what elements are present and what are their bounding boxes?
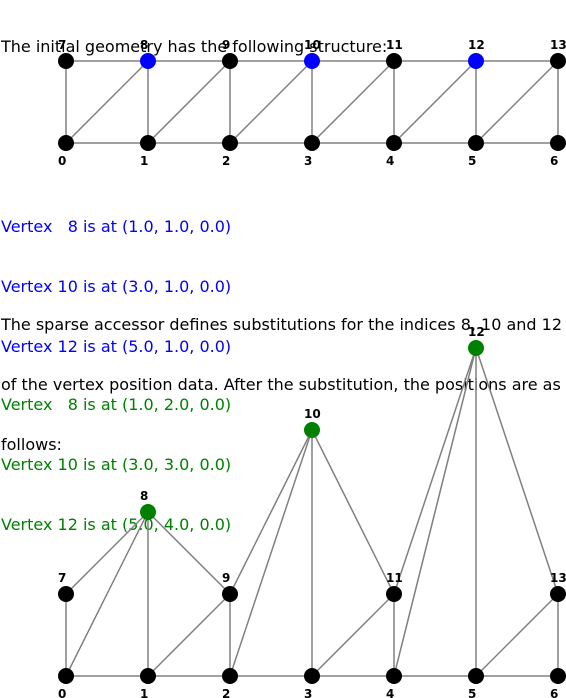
substituted-vertex-label-6: 6: [550, 687, 558, 698]
initial-vertex-label-12: 12: [468, 38, 485, 52]
initial-vertex-4: [386, 135, 402, 151]
initial-edge-3-11: [311, 60, 395, 144]
substituted-vertex-12: [468, 340, 484, 356]
substituted-vertex-7: [58, 586, 74, 602]
substituted-vertex-label-9: 9: [222, 571, 230, 585]
initial-edge-5-13: [475, 60, 559, 144]
substituted-vertex-label-2: 2: [222, 687, 230, 698]
substituted-vertex-10: [304, 422, 320, 438]
initial-vertex-8-line: Vertex 8 is at (1.0, 1.0, 0.0): [1, 217, 232, 236]
substituted-edge-10-11: [311, 429, 395, 595]
sparse-description-line-2: of the vertex position data. After the s…: [1, 375, 561, 394]
substituted-vertex-9: [222, 586, 238, 602]
substituted-edge-5-13: [475, 593, 559, 677]
initial-vertex-label-7: 7: [58, 38, 66, 52]
substituted-vertex-label-3: 3: [304, 687, 312, 698]
initial-vertex-label-4: 4: [386, 154, 394, 168]
sparse-description-line-1: The sparse accessor defines substitution…: [1, 315, 563, 334]
substituted-vertex-3: [304, 668, 320, 684]
substituted-edge-12-13: [475, 347, 559, 595]
intro-line: The initial geometry has the following s…: [1, 37, 388, 56]
substituted-vertex-label-5: 5: [468, 687, 476, 698]
initial-vertex-8: [140, 53, 156, 69]
substituted-vertex-4: [386, 668, 402, 684]
initial-vertex-label-6: 6: [550, 154, 558, 168]
initial-vertex-label-2: 2: [222, 154, 230, 168]
initial-vertex-label-13: 13: [550, 38, 566, 52]
sparse-description: The sparse accessor defines substitution…: [1, 275, 562, 475]
initial-vertex-2: [222, 135, 238, 151]
substituted-vertex-2: [222, 668, 238, 684]
initial-edge-2-10: [229, 60, 313, 144]
initial-vertex-label-11: 11: [386, 38, 403, 52]
initial-vertex-label-5: 5: [468, 154, 476, 168]
substituted-edge-0-8: [65, 511, 149, 677]
substituted-vertex-12-line: Vertex 12 is at (5.0, 4.0, 0.0): [1, 515, 232, 534]
substituted-edge-1-9: [147, 593, 231, 677]
initial-vertex-11: [386, 53, 402, 69]
initial-vertex-12: [468, 53, 484, 69]
substituted-vertex-10-line: Vertex 10 is at (3.0, 3.0, 0.0): [1, 455, 232, 474]
substituted-edge-7-8: [65, 511, 149, 595]
initial-vertex-0: [58, 135, 74, 151]
initial-vertex-10: [304, 53, 320, 69]
initial-edge-0-8: [65, 60, 149, 144]
initial-vertex-label-9: 9: [222, 38, 230, 52]
initial-vertex-label-1: 1: [140, 154, 148, 168]
initial-vertex-7: [58, 53, 74, 69]
substituted-vertex-list: Vertex 8 is at (1.0, 2.0, 0.0) Vertex 10…: [1, 355, 231, 555]
initial-vertex-label-3: 3: [304, 154, 312, 168]
substituted-vertex-label-4: 4: [386, 687, 394, 698]
substituted-edge-11-12: [393, 347, 477, 595]
initial-edge-1-9: [147, 60, 231, 144]
substituted-vertex-label-1: 1: [140, 687, 148, 698]
substituted-vertex-label-8: 8: [140, 489, 148, 503]
substituted-edge-9-10: [229, 429, 313, 595]
initial-vertex-label-0: 0: [58, 154, 66, 168]
initial-vertex-5: [468, 135, 484, 151]
substituted-vertex-11: [386, 586, 402, 602]
substituted-edge-4-12: [393, 347, 477, 677]
substituted-vertex-5: [468, 668, 484, 684]
initial-vertex-13: [550, 53, 566, 69]
intro-text: The initial geometry has the following s…: [1, 0, 387, 77]
substituted-vertex-8-line: Vertex 8 is at (1.0, 2.0, 0.0): [1, 395, 232, 414]
substituted-vertex-6: [550, 668, 566, 684]
substituted-vertex-label-10: 10: [304, 407, 321, 421]
initial-vertex-12-line: Vertex 12 is at (5.0, 1.0, 0.0): [1, 337, 232, 356]
substituted-vertex-label-12: 12: [468, 325, 485, 339]
substituted-vertex-label-0: 0: [58, 687, 66, 698]
substituted-edge-8-9: [147, 511, 231, 595]
initial-vertex-1: [140, 135, 156, 151]
substituted-vertex-1: [140, 668, 156, 684]
initial-vertex-9: [222, 53, 238, 69]
substituted-vertex-8: [140, 504, 156, 520]
initial-vertex-10-line: Vertex 10 is at (3.0, 1.0, 0.0): [1, 277, 232, 296]
substituted-vertex-label-13: 13: [550, 571, 566, 585]
substituted-vertex-0: [58, 668, 74, 684]
substituted-edge-2-10: [229, 429, 313, 677]
initial-vertex-3: [304, 135, 320, 151]
substituted-vertex-label-11: 11: [386, 571, 403, 585]
initial-vertex-6: [550, 135, 566, 151]
substituted-edge-3-11: [311, 593, 395, 677]
initial-vertex-label-10: 10: [304, 38, 321, 52]
substituted-vertex-13: [550, 586, 566, 602]
initial-vertex-label-8: 8: [140, 38, 148, 52]
substituted-vertex-label-7: 7: [58, 571, 66, 585]
initial-edge-4-12: [393, 60, 477, 144]
sparse-description-line-3: follows:: [1, 435, 62, 454]
initial-vertex-list: Vertex 8 is at (1.0, 1.0, 0.0) Vertex 10…: [1, 177, 231, 377]
